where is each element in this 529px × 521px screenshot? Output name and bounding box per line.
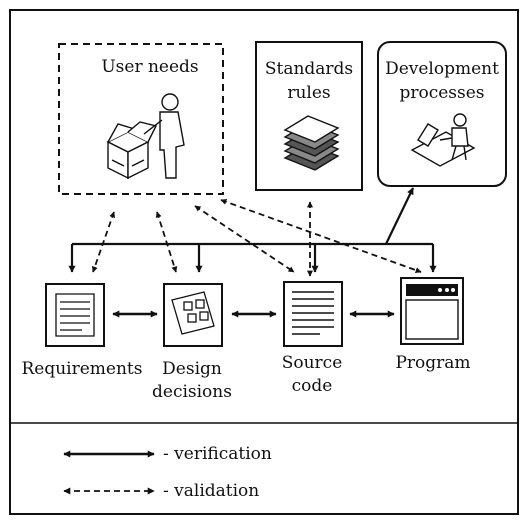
requirements-label: Requirements (21, 359, 142, 379)
standards-label-line1: Standards (265, 59, 353, 79)
requirements-node: Requirements (21, 283, 143, 379)
person-at-computer-icon (410, 113, 476, 167)
verification-distribution-lines (68, 187, 437, 273)
outer-frame (9, 9, 519, 515)
design-label-line2: decisions (152, 382, 232, 402)
user-needs-label: User needs (101, 57, 198, 77)
standards-label-line2: rules (287, 83, 330, 103)
program-node: Program (395, 277, 471, 373)
source-code-label-line1: Source (282, 353, 343, 373)
source-code-label-line2: code (292, 376, 333, 396)
development-processes-box: Development processes (377, 41, 507, 187)
standards-rules-box: Standards rules (255, 41, 363, 191)
legend-validation-label: - validation (163, 481, 259, 501)
program-label: Program (395, 353, 470, 373)
source-code-node: Source code (282, 281, 343, 396)
dev-processes-label-line1: Development (385, 59, 499, 79)
design-label-line1: Design (162, 359, 222, 379)
design-blueprint-icon (163, 283, 223, 347)
requirements-document-icon (45, 283, 105, 347)
document-stack-icon (283, 115, 340, 171)
legend: - verification - validation (63, 444, 272, 501)
dev-processes-label-line2: processes (399, 83, 484, 103)
validation-arrows (91, 199, 422, 277)
legend-verification-label: - verification (163, 444, 272, 464)
user-needs-box: User needs (58, 43, 224, 195)
design-decisions-node: Design decisions (152, 283, 232, 402)
user-with-box-icon (106, 93, 185, 180)
